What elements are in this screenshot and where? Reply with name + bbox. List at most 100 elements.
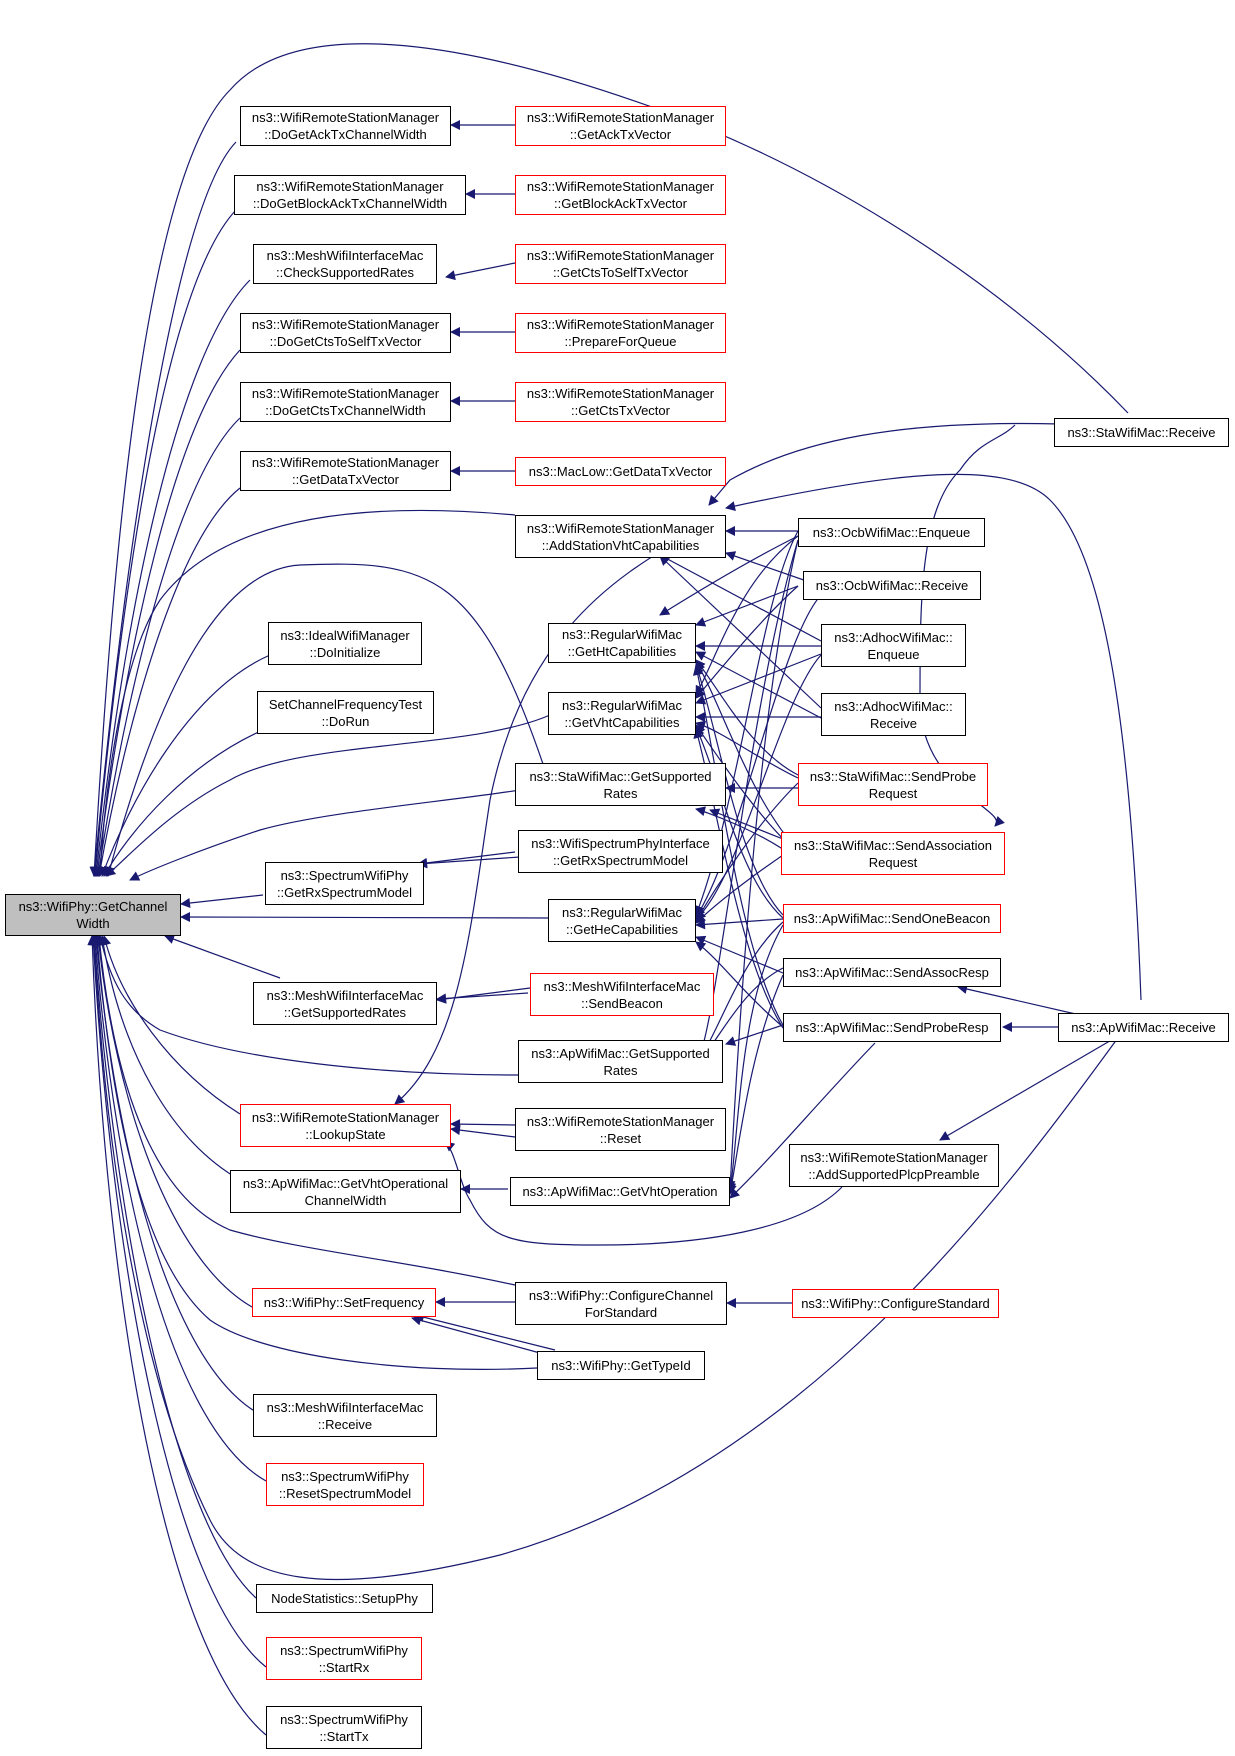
node[interactable]: ns3::WifiRemoteStationManager ::GetCtsTx… xyxy=(515,382,726,422)
node-label: ::DoInitialize xyxy=(309,644,381,660)
node[interactable]: ns3::WifiSpectrumPhyInterface ::GetRxSpe… xyxy=(518,830,723,873)
edge xyxy=(698,539,799,1056)
node[interactable]: ns3::WifiRemoteStationManager ::DoGetBlo… xyxy=(234,175,466,215)
node[interactable]: ns3::WifiRemoteStationManager ::GetBlock… xyxy=(515,175,726,215)
node[interactable]: ns3::WifiPhy::ConfigureChannel ForStanda… xyxy=(515,1282,727,1325)
edge xyxy=(101,935,241,1115)
node[interactable]: ns3::WifiRemoteStationManager ::DoGetCts… xyxy=(240,313,451,353)
node[interactable]: ns3::WifiRemoteStationManager ::AddStati… xyxy=(515,515,726,558)
node-label: ns3::ApWifiMac::GetVhtOperational xyxy=(242,1175,449,1191)
edge xyxy=(659,535,799,616)
node-label: ::GetDataTxVector xyxy=(292,472,399,487)
edge xyxy=(695,594,822,918)
edge xyxy=(957,984,1081,1016)
node-label: ::GetAckTxVector xyxy=(569,127,672,142)
edge xyxy=(414,1312,556,1351)
node[interactable]: ns3::AdhocWifiMac:: Receive xyxy=(821,693,966,736)
node[interactable]: ns3::SpectrumWifiPhy ::GetRxSpectrumMode… xyxy=(265,862,424,905)
edge xyxy=(90,209,237,877)
edge xyxy=(164,934,281,979)
node-label: ns3::WifiRemoteStationManager xyxy=(800,1149,988,1165)
node[interactable]: SetChannelFrequencyTest ::DoRun xyxy=(257,691,434,734)
node[interactable]: ns3::MeshWifiInterfaceMac ::CheckSupport… xyxy=(253,244,437,284)
node-label: ns3::WifiPhy::GetTypeId xyxy=(551,1358,691,1373)
edge xyxy=(695,585,799,699)
node[interactable]: ns3::MeshWifiInterfaceMac ::GetSupported… xyxy=(253,982,437,1025)
node-label: ::StartRx xyxy=(318,1659,370,1675)
node[interactable]: ns3::WifiRemoteStationManager ::DoGetCts… xyxy=(240,382,451,422)
node[interactable]: ns3::SpectrumWifiPhy ::StartRx xyxy=(266,1637,422,1680)
edge xyxy=(91,279,251,877)
node[interactable]: ns3::SpectrumWifiPhy ::StartTx xyxy=(266,1706,422,1749)
node[interactable]: ns3::WifiRemoteStationManager ::GetCtsTo… xyxy=(515,244,726,284)
node-label: ns3::AdhocWifiMac:: xyxy=(834,629,953,645)
node[interactable]: ns3::RegularWifiMac ::GetHeCapabilities xyxy=(548,899,696,942)
node-label: Request xyxy=(868,854,918,870)
edge xyxy=(98,935,241,1181)
node-label: ns3::WifiSpectrumPhyInterface xyxy=(531,835,710,851)
edge xyxy=(89,935,1121,1581)
node[interactable]: ns3::StaWifiMac::GetSupported Rates xyxy=(515,763,726,806)
node[interactable]: ns3::StaWifiMac::SendAssociation Request xyxy=(781,832,1005,875)
node-label: ns3::WifiRemoteStationManager xyxy=(526,317,715,332)
node[interactable]: ns3::ApWifiMac::GetVhtOperation xyxy=(510,1177,730,1206)
node[interactable]: ns3::MacLow::GetDataTxVector xyxy=(515,457,726,486)
edge xyxy=(89,43,1129,877)
node-label: ::CheckSupportedRates xyxy=(275,265,415,280)
edge xyxy=(129,784,551,881)
node[interactable]: ns3::WifiPhy::SetFrequency xyxy=(252,1288,436,1317)
node-label: Request xyxy=(868,785,918,801)
node-label: ::DoRun xyxy=(321,713,370,729)
node-label: ::DoGetBlockAckTxChannelWidth xyxy=(252,196,448,211)
node[interactable]: ns3::OcbWifiMac::Receive xyxy=(803,571,981,600)
node[interactable]: ns3::WifiRemoteStationManager ::GetAckTx… xyxy=(515,106,726,146)
node-root[interactable]: ns3::WifiPhy::GetChannel Width xyxy=(5,894,181,936)
node[interactable]: ns3::AdhocWifiMac:: Enqueue xyxy=(821,624,966,667)
node[interactable]: ns3::ApWifiMac::SendOneBeacon xyxy=(783,904,1001,933)
node[interactable]: ns3::StaWifiMac::Receive xyxy=(1054,418,1229,447)
edge xyxy=(708,422,1061,506)
edge xyxy=(695,653,822,705)
node-label: Enqueue xyxy=(867,646,920,662)
edge xyxy=(695,782,799,922)
node-label: ns3::WifiRemoteStationManager xyxy=(256,179,444,194)
node[interactable]: NodeStatistics::SetupPhy xyxy=(256,1584,433,1613)
node[interactable]: ns3::ApWifiMac::Receive xyxy=(1058,1013,1229,1042)
node[interactable]: ns3::WifiRemoteStationManager ::GetDataT… xyxy=(240,451,451,491)
node-label: ::GetRxSpectrumModel xyxy=(552,852,689,868)
node[interactable]: ns3::ApWifiMac::SendAssocResp xyxy=(783,958,1001,987)
node-label: ns3::ApWifiMac::SendOneBeacon xyxy=(793,911,991,926)
node[interactable]: ns3::WifiRemoteStationManager ::Reset xyxy=(515,1108,726,1151)
node[interactable]: ns3::SpectrumWifiPhy ::ResetSpectrumMode… xyxy=(266,1463,424,1506)
node[interactable]: ns3::WifiPhy::GetTypeId xyxy=(537,1351,705,1380)
edge xyxy=(103,726,271,877)
node-label: ::GetHtCapabilities xyxy=(567,644,677,659)
edge xyxy=(180,894,264,908)
node-label: ::DoGetCtsTxChannelWidth xyxy=(265,403,426,418)
node-label: ChannelWidth xyxy=(304,1192,387,1208)
node[interactable]: ns3::WifiRemoteStationManager ::DoGetAck… xyxy=(240,106,451,146)
node[interactable]: ns3::MeshWifiInterfaceMac ::SendBeacon xyxy=(530,973,714,1016)
node[interactable]: ns3::ApWifiMac::GetVhtOperational Channe… xyxy=(230,1170,461,1213)
edge xyxy=(444,1141,843,1246)
node[interactable]: ns3::ApWifiMac::SendProbeResp xyxy=(783,1013,1001,1042)
node[interactable]: ns3::WifiRemoteStationManager ::LookupSt… xyxy=(240,1104,451,1147)
node[interactable]: ns3::OcbWifiMac::Enqueue xyxy=(798,518,985,547)
node[interactable]: ns3::MeshWifiInterfaceMac ::Receive xyxy=(253,1394,437,1437)
node-label: ns3::WifiPhy::ConfigureStandard xyxy=(801,1296,990,1311)
node[interactable]: ns3::RegularWifiMac ::GetHtCapabilities xyxy=(548,623,696,663)
node[interactable]: ns3::WifiRemoteStationManager ::PrepareF… xyxy=(515,313,726,353)
node-label: ns3::OcbWifiMac::Enqueue xyxy=(812,525,971,540)
node[interactable]: ns3::ApWifiMac::GetSupported Rates xyxy=(518,1040,723,1083)
edge xyxy=(450,1125,516,1138)
node-label: ns3::ApWifiMac::SendAssocResp xyxy=(795,965,989,980)
node[interactable]: ns3::WifiPhy::ConfigureStandard xyxy=(792,1289,999,1318)
edge xyxy=(105,563,551,877)
node[interactable]: ns3::RegularWifiMac ::GetVhtCapabilities xyxy=(548,692,696,735)
node-label: ns3::MacLow::GetDataTxVector xyxy=(528,464,713,479)
node[interactable]: ns3::IdealWifiManager ::DoInitialize xyxy=(268,622,422,665)
node[interactable]: ns3::StaWifiMac::SendProbe Request xyxy=(798,763,988,806)
edge xyxy=(93,935,253,1308)
node-label: ns3::WifiRemoteStationManager xyxy=(251,455,440,470)
node[interactable]: ns3::WifiRemoteStationManager ::AddSuppo… xyxy=(789,1144,999,1187)
